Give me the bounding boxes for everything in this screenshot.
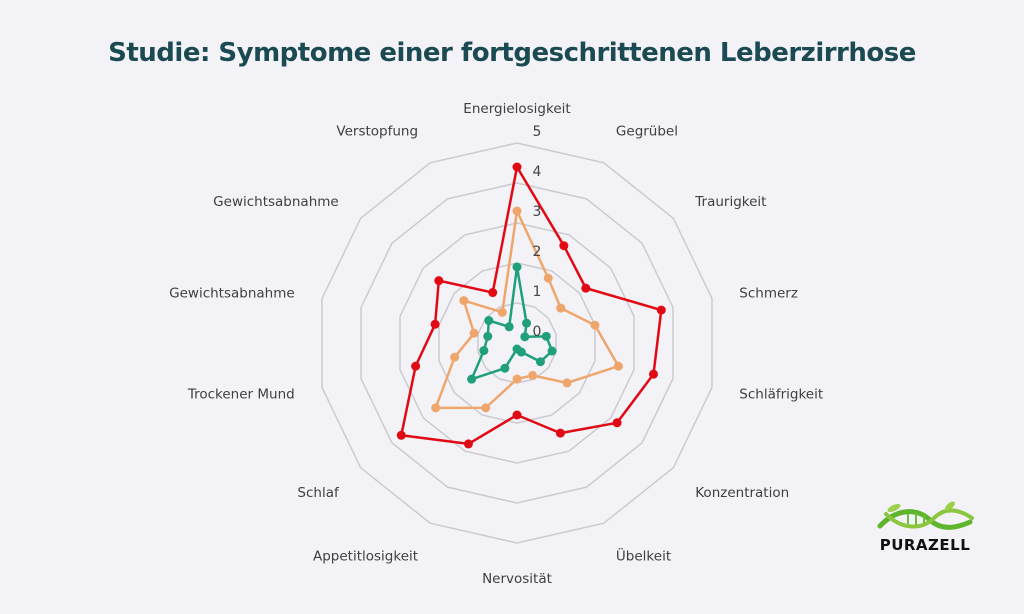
series-line [434,209,620,410]
tick-label: 2 [533,244,542,260]
tick-label: 4 [533,164,542,180]
axis-label: Verstopfung [336,124,418,140]
data-point [467,374,477,384]
data-point [483,331,493,341]
axis-label: Schläfrigkeit [739,387,823,403]
data-point [613,361,623,371]
axis-label: Traurigkeit [694,194,766,210]
data-point [559,241,569,251]
grid-ring [438,262,596,424]
grid-ring [477,302,557,384]
data-point [520,332,530,342]
tick-label: 0 [533,324,542,340]
axis-label: Nervosität [482,571,552,587]
data-point [535,357,545,367]
data-point [512,374,522,384]
dna-leaf-icon [877,501,974,530]
data-point [459,296,469,306]
radial-tick-labels: 0 1 2 3 4 5 [533,124,542,340]
purazell-logo: PURAZELL [872,500,978,556]
data-point [656,305,666,315]
data-point [469,328,479,338]
axis-label: Trockener Mund [187,387,295,403]
data-point [431,403,441,413]
data-point [512,162,522,172]
data-point [556,303,566,313]
grid-ring [399,222,635,464]
data-point [648,369,658,379]
data-point [463,439,473,449]
data-point [434,276,444,286]
chart-title: Studie: Symptome einer fortgeschrittenen… [108,38,916,68]
data-point [543,273,553,283]
tick-label: 1 [533,284,542,300]
data-point [479,346,489,356]
data-point [504,322,514,332]
data-point [562,378,572,388]
grid-ring [360,182,674,504]
data-point [450,352,460,362]
axis-label: Gewichtsabnahme [169,285,295,301]
data-point [612,418,622,428]
data-point [411,361,421,371]
axis-label: Schmerz [739,285,798,301]
tick-label: 5 [533,124,542,140]
series-line [400,165,663,446]
data-point [484,316,494,326]
data-point [522,318,532,328]
data-point [512,206,522,216]
axis-label: Übelkeit [616,546,671,564]
axis-labels: EnergielosigkeitGegrübelTraurigkeitSchme… [169,101,823,587]
data-point [581,283,591,293]
radar-series [396,162,666,449]
data-point [547,346,557,356]
axis-label: Konzentration [695,485,789,501]
axis-label: Gegrübel [616,124,678,140]
data-point [512,262,522,272]
data-point [512,344,522,354]
data-point [555,428,565,438]
data-point [512,410,522,420]
data-point [481,403,491,413]
axis-label: Gewichtsabnahme [213,194,339,210]
data-point [396,430,406,440]
data-point [590,320,600,330]
data-point [541,331,551,341]
data-point [488,288,498,298]
logo-text: PURAZELL [879,536,971,554]
radar-grid [321,142,713,544]
data-point [528,370,538,380]
series-1 [431,206,623,413]
data-point [497,307,507,317]
series-2 [467,262,557,384]
axis-label: Appetitlosigkeit [313,548,418,564]
grid-ring [321,142,713,544]
data-point [430,319,440,329]
axis-label: Energielosigkeit [463,101,570,117]
axis-label: Schlaf [297,485,340,501]
data-point [500,363,510,373]
series-0 [396,162,666,449]
tick-label: 3 [533,204,542,220]
